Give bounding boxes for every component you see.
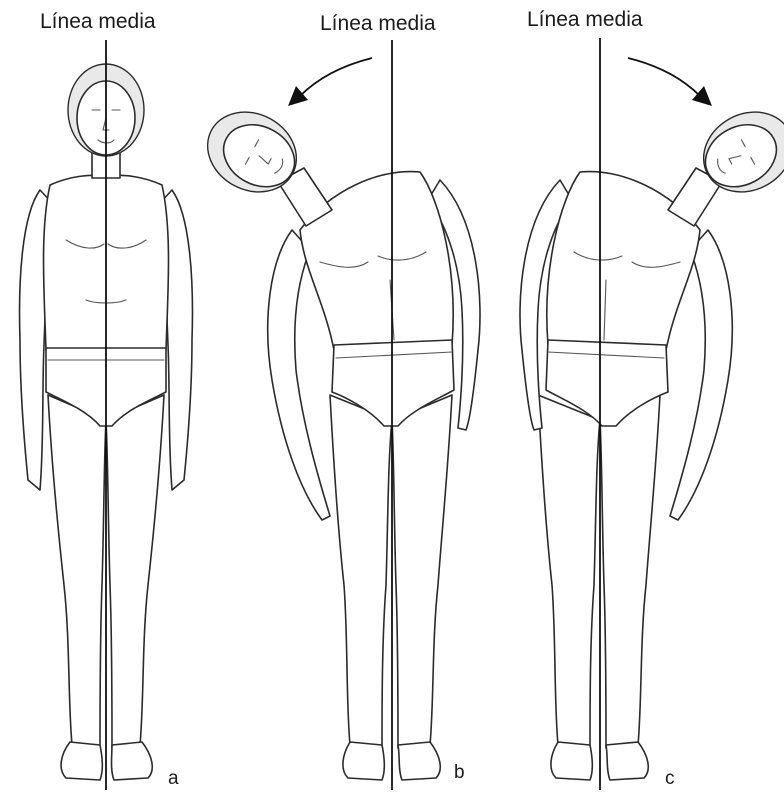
arrow-right-curve [628, 58, 700, 96]
figure-a-left-foot [61, 742, 102, 780]
arrow-right-head [692, 86, 712, 106]
arrow-left-head [288, 86, 308, 106]
figure-a-right-foot [112, 742, 153, 780]
figure-a-right-leg [106, 395, 164, 748]
figure-a-left-leg [48, 395, 106, 748]
figure-c-lateral-flexion [520, 97, 784, 780]
arrow-left-curve [300, 58, 372, 96]
figure-b-lateral-flexion [194, 97, 480, 780]
